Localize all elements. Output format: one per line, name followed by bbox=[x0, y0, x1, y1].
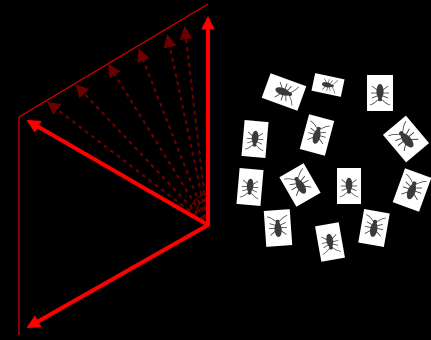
insect-tile-ring bbox=[236, 73, 431, 262]
insect-tile bbox=[236, 168, 263, 206]
vector-up-left-arrow bbox=[30, 122, 208, 225]
insect-tile bbox=[337, 168, 361, 204]
insect-tile bbox=[241, 120, 268, 158]
insect-tile bbox=[315, 222, 345, 262]
frame-edge-top bbox=[19, 4, 208, 117]
insect-tile bbox=[300, 114, 334, 156]
insect-tile bbox=[311, 73, 344, 97]
insect-tile bbox=[279, 163, 320, 206]
insect-tile bbox=[358, 209, 390, 247]
main-vector-group bbox=[30, 20, 208, 326]
rotation-arrow-group bbox=[50, 30, 208, 225]
rotation-step-arrow bbox=[78, 87, 208, 225]
vector-down-left-arrow bbox=[30, 225, 208, 326]
insect-tile bbox=[393, 168, 431, 211]
insect-tile bbox=[367, 75, 393, 111]
insect-tile bbox=[262, 73, 307, 110]
insect-tile bbox=[383, 116, 429, 163]
rotation-step-arrow bbox=[168, 38, 208, 225]
insect-tile bbox=[264, 209, 292, 247]
